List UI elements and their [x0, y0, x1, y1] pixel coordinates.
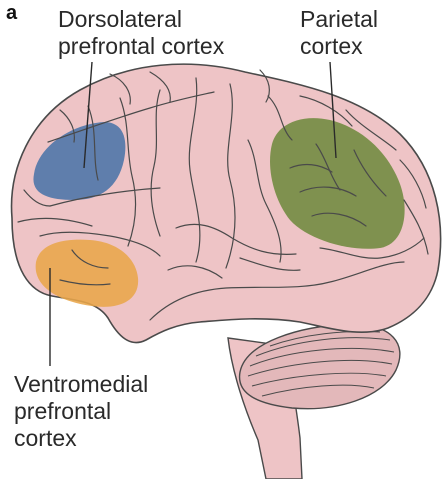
- vmpfc-label-line: prefrontal: [14, 398, 148, 425]
- vmpfc-label-line: Ventromedial: [14, 371, 148, 398]
- parietal-label-line: Parietal: [300, 6, 378, 33]
- parietal-label: Parietal cortex: [300, 6, 378, 60]
- dlpfc-label-line: prefrontal cortex: [58, 33, 224, 60]
- vmpfc-label: Ventromedial prefrontal cortex: [14, 371, 148, 452]
- panel-letter: a: [6, 2, 17, 25]
- vmpfc-label-line: cortex: [14, 425, 148, 452]
- parietal-label-line: cortex: [300, 33, 378, 60]
- dlpfc-label-line: Dorsolateral: [58, 6, 224, 33]
- dlpfc-label: Dorsolateral prefrontal cortex: [58, 6, 224, 60]
